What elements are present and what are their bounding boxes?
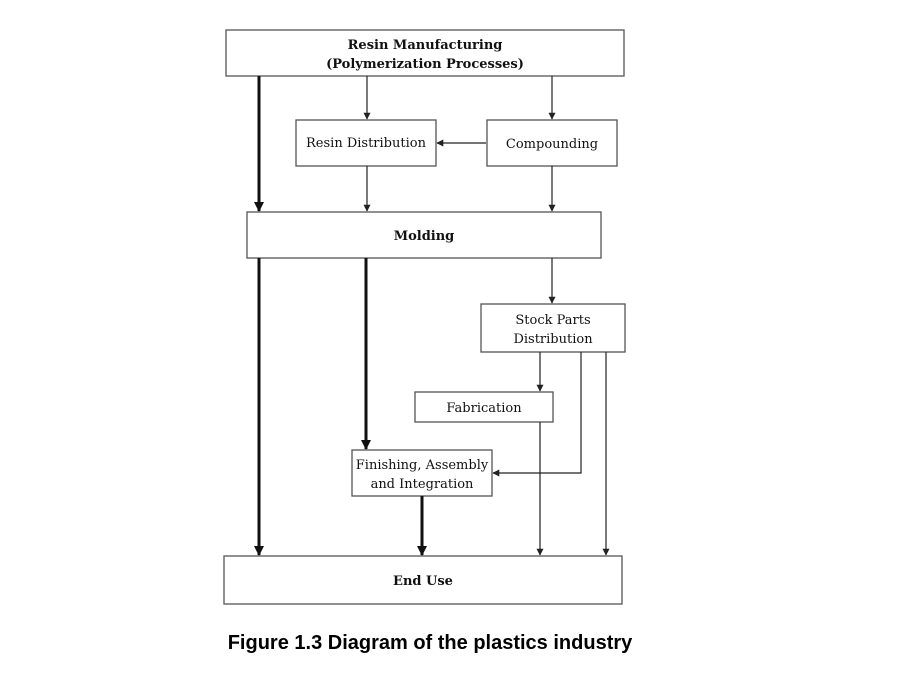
node-molding: Molding	[246, 211, 602, 259]
resin-distribution-label: Resin Distribution	[306, 136, 427, 151]
figure-caption: Figure 1.3 Diagram of the plastics indus…	[227, 632, 633, 654]
stock-parts-line1: Stock Parts	[515, 313, 590, 328]
node-resin-distribution: Resin Distribution	[295, 119, 437, 167]
node-resin-manufacturing: Resin Manufacturing (Polymerization Proc…	[225, 29, 625, 77]
node-finishing-assembly: Finishing, Assembly and Integration	[351, 449, 493, 497]
finishing-line2: and Integration	[371, 477, 474, 492]
fabrication-label: Fabrication	[446, 401, 522, 416]
resin-manufacturing-line2: (Polymerization Processes)	[326, 57, 524, 72]
resin-manufacturing-line1: Resin Manufacturing	[348, 38, 503, 53]
stock-parts-line2: Distribution	[513, 332, 593, 347]
node-stock-parts-distribution: Stock Parts Distribution	[480, 303, 626, 353]
node-fabrication: Fabrication	[414, 391, 554, 423]
compounding-label: Compounding	[506, 137, 598, 152]
arrow-stock-parts-to-finishing	[492, 352, 582, 477]
node-compounding: Compounding	[486, 119, 618, 167]
molding-label: Molding	[394, 229, 455, 244]
node-end-use: End Use	[223, 555, 623, 605]
finishing-line1: Finishing, Assembly	[356, 458, 489, 473]
end-use-label: End Use	[393, 574, 453, 589]
